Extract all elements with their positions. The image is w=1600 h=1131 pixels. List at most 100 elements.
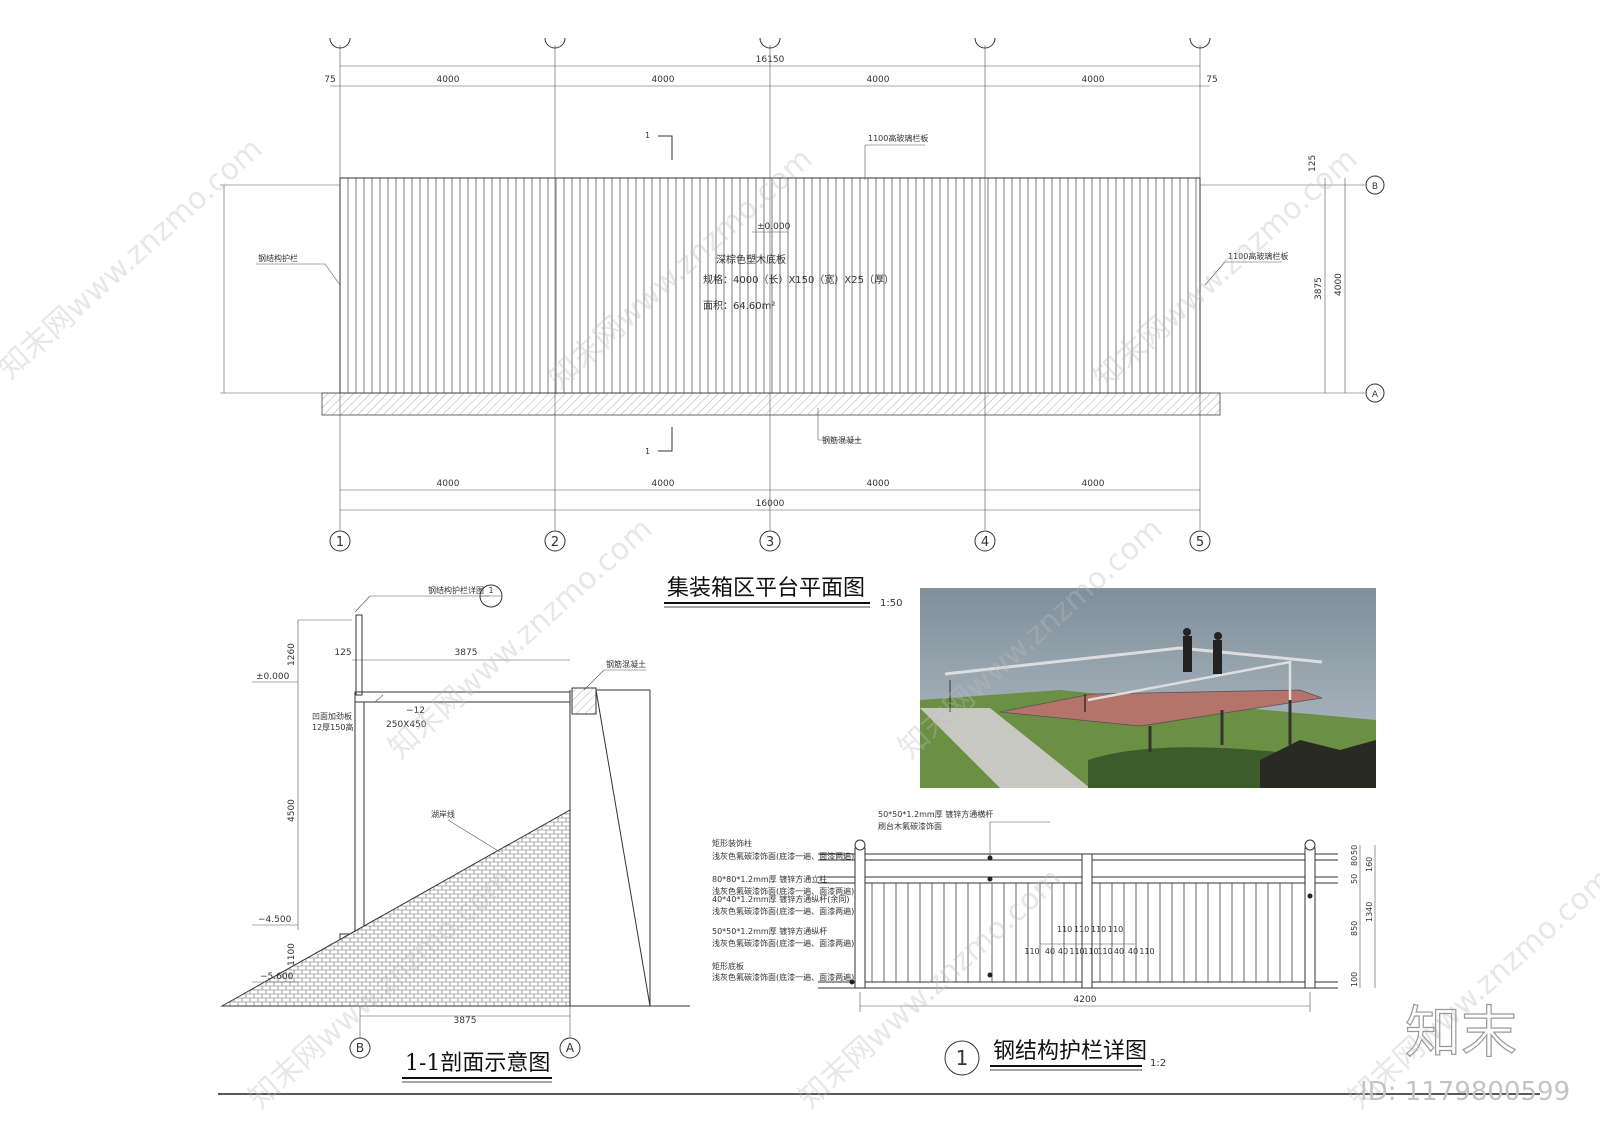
brand-logo: 知末 — [1405, 1001, 1517, 1066]
dim-span-4: 4000 — [1082, 75, 1105, 85]
detail-spacing: 40 — [1128, 947, 1138, 956]
detail-spacing: 40 — [1114, 947, 1124, 956]
detail-label: 矩形底板 — [712, 961, 744, 971]
row-axis-a: A — [1372, 390, 1379, 400]
detail-label: 浅灰色氟碳漆饰面(底漆一遍、面漆两遍) — [712, 886, 854, 896]
dim-span-1: 4000 — [437, 75, 460, 85]
detail-scale: 1:2 — [1150, 1058, 1166, 1069]
section-elev-4500: −4.500 — [258, 915, 292, 925]
reference-photo — [920, 588, 1376, 788]
section-column — [354, 701, 365, 935]
detail-dim-right-4: 160 — [1365, 857, 1374, 872]
plan-scale: 1:50 — [880, 598, 902, 609]
detail-spacing: 40 — [1058, 947, 1068, 956]
detail-label: 50*50*1.2mm厚 镀锌方通纵杆 — [712, 926, 827, 936]
label-elevation: ±0.000 — [757, 222, 791, 232]
dim-125: 125 — [334, 648, 351, 658]
detail-label: 浅灰色氟碳漆饰面(底漆一遍、面漆两遍) — [712, 972, 854, 982]
watermark-1: 知末网www.znzmo.com — [0, 131, 269, 386]
label-concrete: 钢筋混凝土 — [822, 435, 862, 445]
detail-spacing: 110 — [1024, 947, 1039, 956]
dim-right-4000: 4000 — [1334, 273, 1344, 296]
section-elev-m12: −12 — [406, 706, 425, 716]
label-deck: 深棕色塑木底板 — [716, 253, 786, 266]
brand-id: ID: 1179800599 — [1360, 1077, 1570, 1107]
section-rail-post — [355, 614, 363, 696]
axis-5: 5 — [1196, 535, 1204, 550]
section-detail-num: 1 — [488, 586, 493, 595]
axis-3: 3 — [766, 535, 774, 550]
detail-dim-right-3: 50 — [1350, 874, 1359, 884]
detail-label: 浅灰色氟碳漆饰面(底漆一遍、面漆两遍) — [712, 851, 854, 861]
detail-dim-right-1: 50 — [1350, 845, 1359, 855]
detail-spacing-top-4: 110 — [1108, 925, 1123, 934]
axis-4: 4 — [981, 535, 989, 550]
section-mark-top: 1 — [645, 131, 673, 160]
watermark-3: 知末网www.znzmo.com — [1087, 141, 1364, 396]
dim-4500: 4500 — [287, 799, 297, 822]
section-elev-5600: −5.600 — [260, 972, 294, 982]
plan-right-dimensions: 125 3875 4000 B A — [1308, 155, 1385, 403]
detail-label: 40*40*1.2mm厚 镀锌方通纵杆(余同) — [712, 894, 849, 904]
svg-text:4000: 4000 — [1082, 479, 1105, 489]
dim-1260: 1260 — [287, 643, 297, 666]
detail-label: 浅灰色氟碳漆饰面(底漆一遍、面漆两遍) — [712, 938, 854, 948]
detail-balusters — [871, 883, 1293, 982]
dim-span-2: 4000 — [652, 75, 675, 85]
detail-top-label-1: 50*50*1.2mm厚 镀锌方通横杆 — [878, 809, 993, 819]
detail-spacing-top-2: 110 — [1074, 925, 1089, 934]
plan-axis-bubbles: 1 2 3 4 5 — [329, 530, 1211, 552]
dim-edge-right: 75 — [1206, 75, 1217, 85]
plan-top-axis-bubbles — [329, 37, 1211, 49]
plan-bottom-dimensions: 4000 4000 4000 4000 16000 — [340, 479, 1200, 511]
section-concrete-block — [571, 687, 597, 715]
label-railing-right: 1100高玻璃栏板 — [1228, 251, 1288, 261]
section-title: 1-1剖面示意图 — [405, 1051, 550, 1076]
label-railing-left: 钢结构护栏 — [258, 253, 298, 263]
svg-text:4000: 4000 — [437, 479, 460, 489]
section-view: 钢结构护栏详图 1 125 3875 钢筋混凝土 −12 250X450 凹面加… — [220, 584, 690, 1083]
dim-3875-top: 3875 — [455, 648, 478, 658]
detail-label: 浅灰色氟碳漆饰面(底漆一遍、面漆两遍) — [712, 906, 854, 916]
detail-dim-width: 4200 — [1074, 995, 1097, 1005]
section-rib-2: 12厚150高 — [312, 722, 353, 732]
concrete-strip — [321, 392, 1221, 416]
detail-label: 80*80*1.2mm厚 镀锌方通立柱 — [712, 874, 827, 884]
detail-num: 1 — [956, 1046, 969, 1070]
watermark-4: 知末网www.znzmo.com — [382, 511, 659, 766]
plan-view: 16150 75 4000 4000 4000 4000 75 1 1 — [220, 37, 1385, 609]
detail-spacing: 40 — [1045, 947, 1055, 956]
label-railing-top: 1100高玻璃栏板 — [868, 133, 928, 143]
section-elev-0: ±0.000 — [256, 672, 290, 682]
section-axis-a: A — [566, 1041, 575, 1055]
svg-text:4000: 4000 — [652, 479, 675, 489]
svg-text:1: 1 — [645, 447, 650, 456]
dim-right-3875: 3875 — [1314, 277, 1324, 300]
dim-total-bottom: 16000 — [756, 499, 785, 509]
section-rib-1: 凹面加劲板 — [312, 711, 352, 721]
detail-spacing-top-3: 110 — [1091, 925, 1106, 934]
detail-label: 矩形装饰柱 — [712, 838, 752, 848]
section-mark-bottom: 1 — [645, 427, 673, 456]
section-axis-b: B — [356, 1041, 364, 1055]
detail-dim-right-7: 100 — [1350, 972, 1359, 987]
plan-labels: 1100高玻璃栏板 1100高玻璃栏板 钢结构护栏 ±0.000 深棕色塑木底板… — [256, 133, 1288, 445]
detail-spacing: 110 — [1097, 947, 1112, 956]
detail-title: 钢结构护栏详图 — [993, 1039, 1147, 1064]
detail-spacing: 110 — [1139, 947, 1154, 956]
detail-dim-right-5: 1340 — [1365, 902, 1374, 922]
svg-text:4000: 4000 — [867, 479, 890, 489]
dim-right-125: 125 — [1308, 155, 1318, 172]
section-concrete: 钢筋混凝土 — [606, 659, 646, 669]
detail-dim-right-2: 80 — [1350, 856, 1359, 866]
row-axis-b: B — [1372, 182, 1378, 192]
axis-1: 1 — [336, 535, 344, 550]
detail-spacing: 110 — [1069, 947, 1084, 956]
label-spec: 规格：4000（长）X150（宽）X25（厚） — [703, 273, 894, 286]
detail-spacing: 110 — [1083, 947, 1098, 956]
section-detail-ref: 钢结构护栏详图 — [428, 585, 484, 595]
section-shoreline: 湖岸线 — [431, 809, 455, 819]
